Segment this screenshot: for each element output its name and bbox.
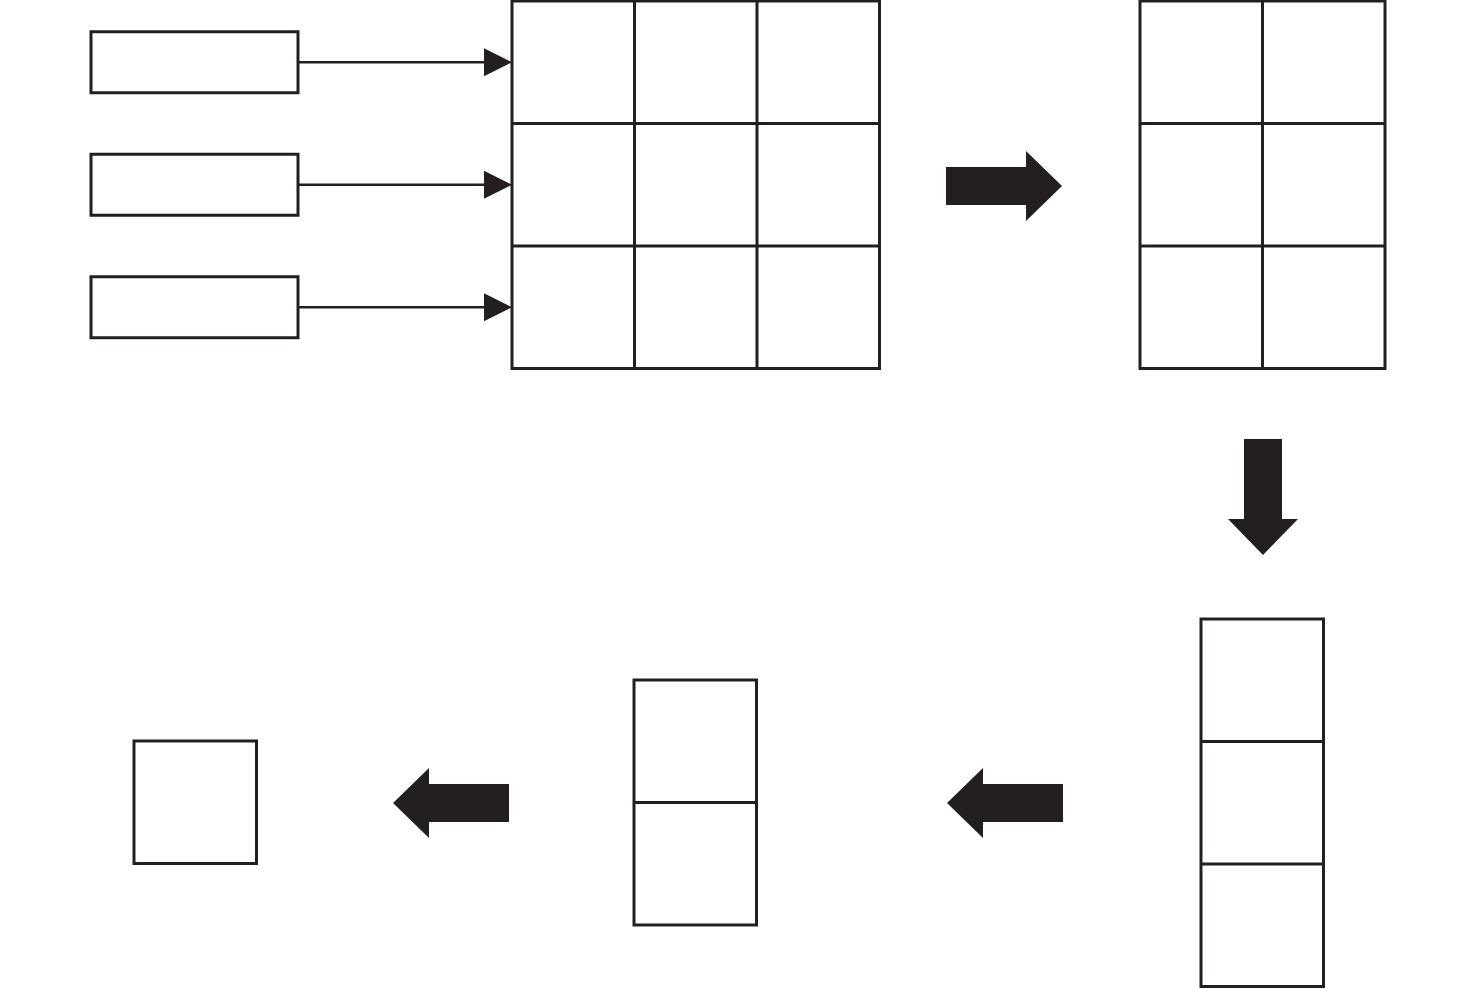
stage-3-cell-r3-c1 xyxy=(1199,862,1325,988)
stage-1-cell-r3-c2 xyxy=(633,244,759,370)
stage-2-cell-r2-c2 xyxy=(1261,122,1387,248)
stage-4-grid xyxy=(632,678,758,927)
stage-4-cell-r1-c1 xyxy=(632,678,758,804)
flow-arrow-left-icon-stage-3-to-stage-4 xyxy=(947,768,1063,838)
stage-2-cell-r1-c1 xyxy=(1138,0,1264,125)
input-1-connector-arrowhead-icon xyxy=(484,48,512,77)
stage-3-grid xyxy=(1199,617,1325,988)
stage-1-cell-r3-c1 xyxy=(510,244,636,370)
stage-1-grid xyxy=(510,0,881,370)
flow-arrow-down-icon-stage-2-to-stage-3 xyxy=(1228,439,1298,555)
stage-1-cell-r3-c3 xyxy=(755,244,881,370)
stage-5-grid xyxy=(132,739,258,865)
stage-2-grid xyxy=(1138,0,1387,370)
stage-1-cell-r1-c1 xyxy=(510,0,636,125)
input-2-box xyxy=(89,152,300,217)
flow-arrow-left-icon-stage-4-to-stage-5 xyxy=(393,768,509,838)
input-3-box xyxy=(89,275,300,340)
stage-2-cell-r3-c2 xyxy=(1261,244,1387,370)
input-2-connector-arrowhead-icon xyxy=(484,170,512,199)
flow-arrows xyxy=(393,151,1298,838)
grid-stages xyxy=(132,0,1387,988)
input-1-box xyxy=(89,30,300,95)
stage-1-cell-r2-c3 xyxy=(755,122,881,248)
input-3-rect xyxy=(89,275,300,340)
stage-1-cell-r2-c2 xyxy=(633,122,759,248)
input-connectors xyxy=(298,48,512,322)
stage-1-cell-r1-c3 xyxy=(755,0,881,125)
input-1-rect xyxy=(89,30,300,95)
stage-3-cell-r2-c1 xyxy=(1199,740,1325,866)
stage-3-cell-r1-c1 xyxy=(1199,617,1325,743)
stage-4-cell-r2-c1 xyxy=(632,801,758,927)
stage-5-cell-r1-c1 xyxy=(132,739,258,865)
input-2-rect xyxy=(89,152,300,217)
input-boxes xyxy=(89,30,300,340)
flow-arrow-right-icon-stage-1-to-stage-2 xyxy=(946,151,1062,221)
stage-2-cell-r1-c2 xyxy=(1261,0,1387,125)
stage-2-cell-r3-c1 xyxy=(1138,244,1264,370)
input-3-connector-arrowhead-icon xyxy=(484,293,512,322)
stage-2-cell-r2-c1 xyxy=(1138,122,1264,248)
stage-1-cell-r2-c1 xyxy=(510,122,636,248)
stage-1-cell-r1-c2 xyxy=(633,0,759,125)
